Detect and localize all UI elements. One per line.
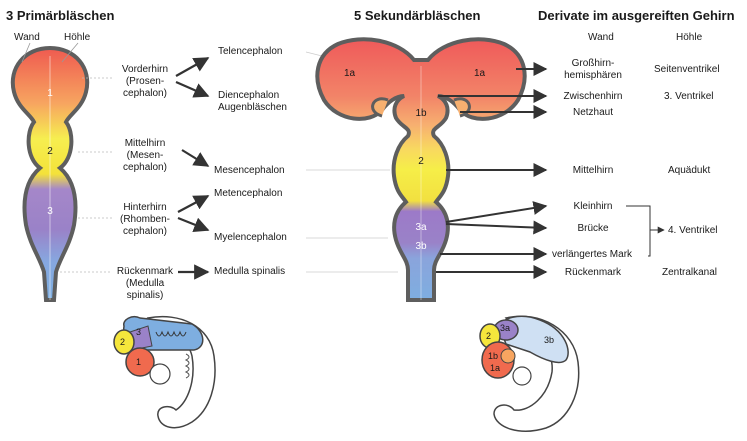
arrow-prosen-tel — [175, 57, 210, 77]
label-hinterhirn: Hinterhirn(Rhomben-cephalon) — [119, 202, 171, 237]
arrow-kleinhirn — [445, 201, 548, 223]
label-netzhaut: Netzhaut — [572, 107, 614, 118]
label-zentralkanal: Zentralkanal — [662, 267, 718, 278]
secondary-number-1a-left: 1a — [344, 68, 356, 79]
label-augenblaeschen: Augenbläschen — [218, 102, 287, 113]
label-hoehle-right: Höhle — [676, 32, 703, 43]
label-diencephalon: Diencephalon — [218, 90, 280, 101]
arrow-rhomben-myel — [177, 216, 210, 233]
embryo-right-number-3a: 3a — [500, 323, 511, 333]
secondary-number-3b: 3b — [415, 241, 427, 252]
arrow-prosen-di — [175, 80, 210, 98]
label-bruecke: Brücke — [577, 223, 609, 234]
label-telencephalon: Telencephalon — [218, 46, 283, 57]
label-mittelhirn-primary: Mittelhirn(Mesen-cephalon) — [123, 138, 167, 173]
label-vorderhirn: Vorderhirn(Prosen-cephalon) — [121, 64, 169, 99]
embryo-right-number-2: 2 — [486, 331, 492, 341]
secondary-number-2: 2 — [418, 156, 424, 167]
label-hoehle-left: Höhle — [64, 32, 91, 43]
embryo-left — [113, 315, 216, 429]
label-seitenventrikel: Seitenventrikel — [654, 64, 720, 75]
label-medulla-spinalis: Medulla spinalis — [214, 266, 286, 277]
label-mittelhirn-derivat: Mittelhirn — [572, 165, 614, 176]
label-zwischenhirn: Zwischenhirn — [563, 91, 623, 102]
arrow-rhomben-met — [177, 195, 210, 213]
arrow-bruecke — [445, 220, 548, 235]
label-rueckenmark-derivat: Rückenmark — [564, 267, 622, 278]
label-metencephalon: Metencephalon — [214, 188, 283, 199]
embryo-left-number-2: 2 — [120, 337, 126, 347]
embryo-right — [479, 315, 580, 432]
secondary-number-3a: 3a — [415, 222, 427, 233]
embryo-right-number-1a: 1a — [490, 363, 501, 373]
arrow-mesen — [181, 149, 210, 167]
secondary-number-1b: 1b — [415, 108, 427, 119]
header-primary: 3 Primärbläschen — [6, 8, 115, 23]
label-verlaengertes-mark: verlängertes Mark — [552, 249, 633, 260]
label-grosshirn: Großhirn-hemisphären — [564, 58, 622, 81]
secondary-number-1a-right: 1a — [474, 68, 486, 79]
label-mesencephalon: Mesencephalon — [214, 165, 285, 176]
embryo-right-number-1b: 1b — [488, 351, 499, 361]
primary-vesicle-tube — [10, 45, 90, 302]
label-wand-right: Wand — [588, 32, 614, 43]
bracket-4-ventrikel — [626, 205, 651, 257]
optic-vesicle-left — [371, 97, 389, 118]
label-myelencephalon: Myelencephalon — [214, 232, 287, 243]
header-secondary: 5 Sekundärbläschen — [354, 8, 481, 23]
primary-number-1: 1 — [47, 88, 53, 99]
embryo-right-number-3b: 3b — [544, 335, 555, 345]
label-3-ventrikel: 3. Ventrikel — [664, 91, 714, 102]
embryo-left-number-1: 1 — [136, 357, 142, 367]
primary-number-2: 2 — [47, 146, 53, 157]
header-derivatives: Derivate im ausgereiften Gehirn — [538, 8, 735, 23]
primary-number-3: 3 — [47, 206, 53, 217]
label-4-ventrikel: 4. Ventrikel — [668, 225, 718, 236]
label-kleinhirn: Kleinhirn — [573, 201, 613, 212]
embryo-left-number-3: 3 — [136, 327, 142, 337]
label-wand-left: Wand — [14, 32, 40, 43]
label-aquaedukt: Aquädukt — [668, 165, 711, 176]
